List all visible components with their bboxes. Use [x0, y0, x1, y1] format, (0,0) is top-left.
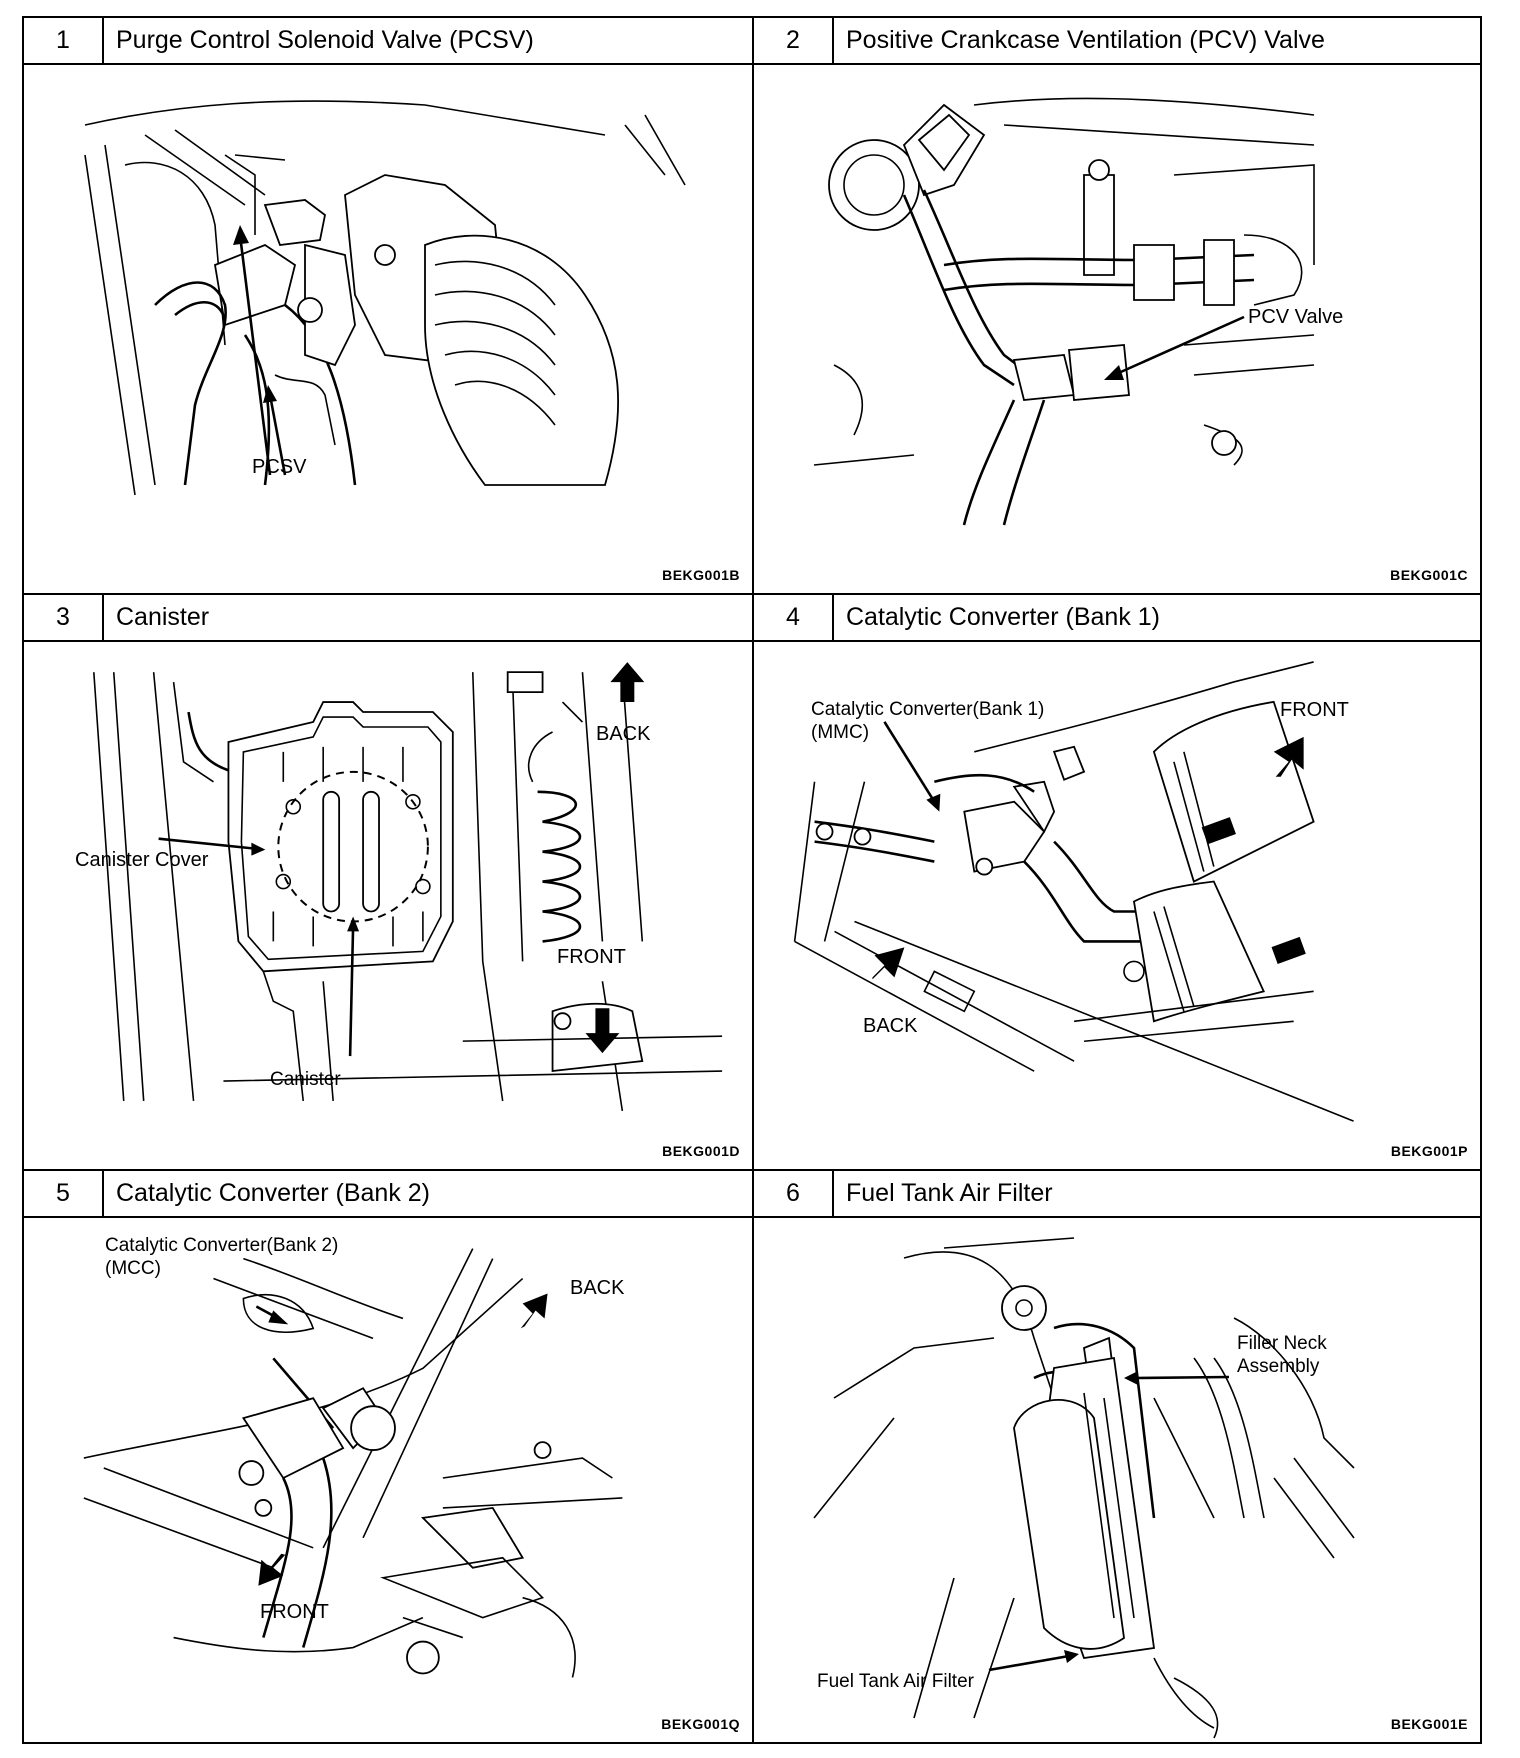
callout-pcv-valve: PCV Valve	[1248, 306, 1344, 328]
callout-catalytic-converter-bank1: Catalytic Converter(Bank 1) (MMC)	[811, 698, 1044, 744]
callout-filler-neck-assembly: Filler Neck Assembly	[1237, 1332, 1327, 1378]
canister-illustration	[93, 662, 723, 1112]
callout-catalytic-converter-bank2: Catalytic Converter(Bank 2) (MCC)	[105, 1234, 338, 1280]
panel-header: 5 Catalytic Converter (Bank 2)	[24, 1171, 752, 1218]
panel-header: 6 Fuel Tank Air Filter	[754, 1171, 1480, 1218]
callout-line-2: (MCC)	[105, 1258, 161, 1279]
figure-code: BEKG001P	[1390, 1143, 1468, 1159]
figure-code: BEKG001D	[662, 1143, 740, 1159]
panel-header: 1 Purge Control Solenoid Valve (PCSV)	[24, 18, 752, 65]
panel-pcsv: 1 Purge Control Solenoid Valve (PCSV)	[24, 18, 754, 595]
engine-bay-illustration	[84, 100, 686, 496]
callout-line-2: (MMC)	[811, 722, 870, 743]
figure-code: BEKG001E	[1390, 1716, 1468, 1732]
panel-number: 5	[24, 1171, 104, 1216]
panel-number: 1	[24, 18, 104, 63]
panel-title: Catalytic Converter (Bank 2)	[116, 1179, 431, 1207]
callout-canister-cover: Canister Cover	[75, 849, 209, 871]
panel-number: 2	[754, 18, 834, 63]
direction-front: FRONT	[260, 1601, 329, 1623]
panel-catalytic-converter-bank2: 5 Catalytic Converter (Bank 2)	[24, 1171, 754, 1742]
panel-title: Canister	[116, 603, 210, 631]
callout-fuel-tank-air-filter: Fuel Tank Air Filter	[817, 1671, 974, 1692]
exhaust-illustration-bank1	[793, 661, 1354, 1122]
figure-catalytic-converter-bank1: Catalytic Converter(Bank 1) (MMC) FRONT …	[754, 642, 1480, 1169]
panel-fuel-tank-air-filter: 6 Fuel Tank Air Filter	[754, 1171, 1480, 1742]
panel-pcv-valve: 2 Positive Crankcase Ventilation (PCV) V…	[754, 18, 1480, 595]
direction-back: BACK	[863, 1015, 918, 1037]
component-location-grid: 1 Purge Control Solenoid Valve (PCSV)	[22, 16, 1482, 1744]
panel-catalytic-converter-bank1: 4 Catalytic Converter (Bank 1)	[754, 595, 1480, 1171]
callout-line-1: Catalytic Converter(Bank 1)	[811, 699, 1045, 720]
panel-canister: 3 Canister	[24, 595, 754, 1171]
panel-header: 3 Canister	[24, 595, 752, 642]
callout-pcsv: PCSV	[252, 456, 307, 478]
figure-code: BEKG001Q	[661, 1716, 740, 1732]
direction-back: BACK	[570, 1277, 625, 1299]
callout-line-1: Filler Neck	[1237, 1333, 1327, 1354]
direction-back: BACK	[596, 723, 651, 745]
exhaust-illustration-bank2	[83, 1248, 623, 1678]
figure-pcv-valve: PCV Valve BEKG001C	[754, 65, 1480, 593]
panel-title: Fuel Tank Air Filter	[846, 1179, 1053, 1207]
panel-title: Positive Crankcase Ventilation (PCV) Val…	[846, 26, 1325, 54]
panel-number: 4	[754, 595, 834, 640]
engine-illustration	[813, 97, 1315, 526]
filler-neck-illustration	[813, 1237, 1355, 1739]
figure-catalytic-converter-bank2: Catalytic Converter(Bank 2) (MCC) BACK F…	[24, 1218, 752, 1742]
figure-pcsv: PCSV BEKG001B	[24, 65, 752, 593]
panel-number: 6	[754, 1171, 834, 1216]
figure-code: BEKG001B	[662, 567, 740, 583]
panel-title: Purge Control Solenoid Valve (PCSV)	[116, 26, 534, 54]
panel-title: Catalytic Converter (Bank 1)	[846, 603, 1161, 631]
callout-line-1: Catalytic Converter(Bank 2)	[105, 1235, 339, 1256]
panel-header: 4 Catalytic Converter (Bank 1)	[754, 595, 1480, 642]
figure-code: BEKG001C	[1390, 567, 1468, 583]
panel-number: 3	[24, 595, 104, 640]
figure-canister: Canister Cover Canister BACK FRONT BEKG0…	[24, 642, 752, 1169]
panel-header: 2 Positive Crankcase Ventilation (PCV) V…	[754, 18, 1480, 65]
callout-canister: Canister	[270, 1069, 341, 1090]
figure-fuel-tank-air-filter: Filler Neck Assembly Fuel Tank Air Filte…	[754, 1218, 1480, 1742]
callout-line-2: Assembly	[1237, 1356, 1320, 1377]
direction-front: FRONT	[557, 946, 626, 968]
direction-front: FRONT	[1280, 699, 1349, 721]
